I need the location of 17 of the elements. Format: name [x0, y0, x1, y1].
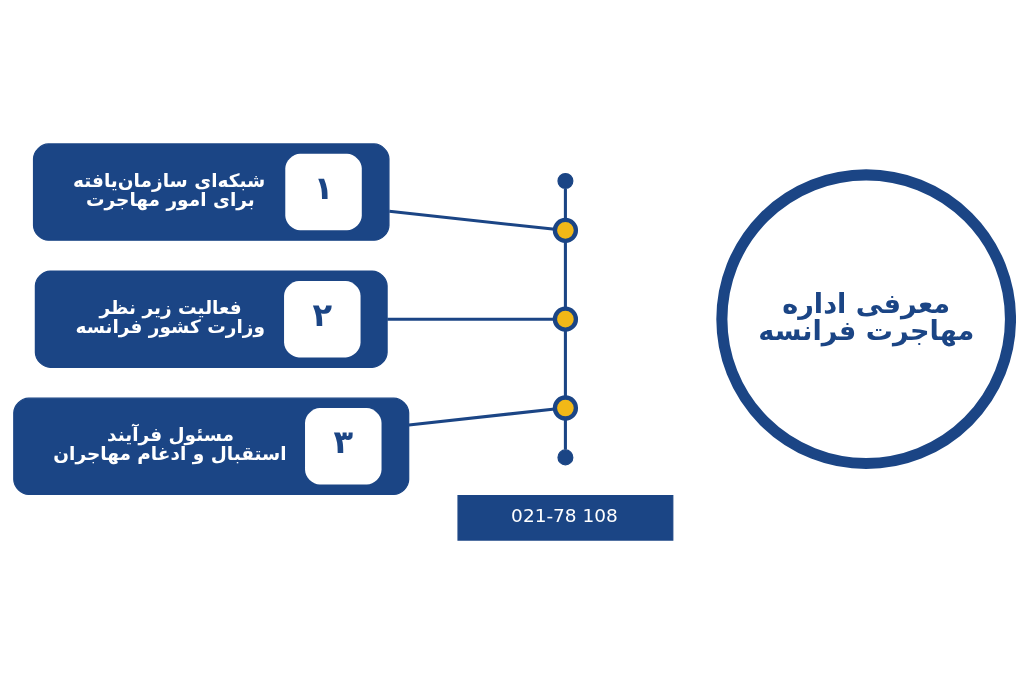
node-circle [557, 172, 574, 189]
node-circle: معرفی اداره مهاجرت فرانسه [716, 168, 1016, 469]
connector [563, 329, 567, 397]
connector [563, 188, 567, 219]
connector [387, 317, 555, 321]
node-box: فعالیت زیر نظر وزارت کشور فرانسه ۲ [34, 269, 388, 368]
node-box: 021-78 108 [457, 494, 674, 541]
connector [408, 407, 556, 426]
node-box: مسئول فرآیند استقبال و ادغام مهاجران ۳ [13, 397, 410, 495]
connector [389, 209, 555, 231]
connector [563, 418, 567, 450]
connector [563, 240, 567, 308]
node-circle [552, 217, 579, 243]
node-circle [557, 448, 574, 465]
node-box: شبکه‌ای سازمان‌یافته برای امور مهاجرت ۱ [32, 142, 390, 241]
node-circle [552, 394, 579, 421]
node-circle [552, 306, 579, 332]
